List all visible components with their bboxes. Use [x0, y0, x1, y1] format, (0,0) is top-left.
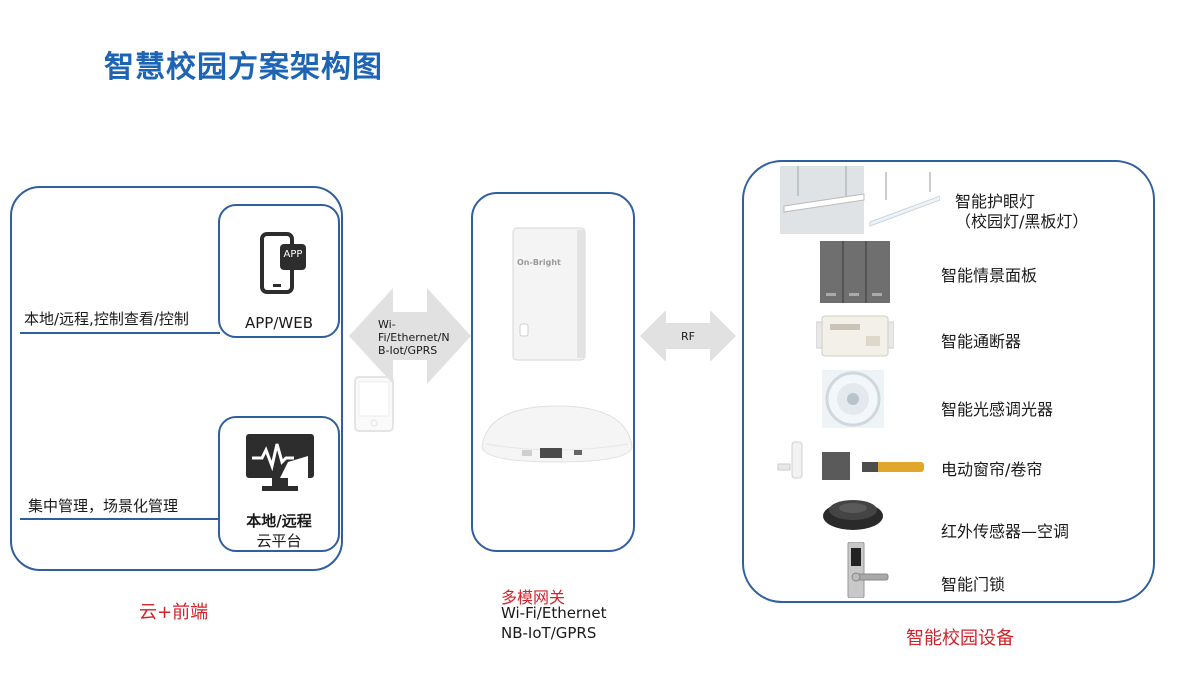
smart-lock-label: 智能门锁	[941, 575, 1006, 594]
ir-sensor-ac-label: 红外传感器—空调	[941, 522, 1070, 541]
app-icon-text: APP	[283, 249, 303, 260]
smart-breaker-label: 智能通断器	[941, 332, 1022, 351]
app-web-box[interactable]: APP APP/WEB	[218, 204, 340, 338]
monitor-icon	[244, 432, 316, 500]
cloud-local-remote-label: 本地/远程	[246, 512, 312, 530]
eye-care-lamp-sub: （校园灯/黑板灯）	[955, 212, 1089, 231]
cloud-frontend-caption: 云+前端	[139, 602, 209, 623]
campus-devices-caption: 智能校园设备	[906, 628, 1014, 649]
double-arrow-icon	[349, 288, 471, 388]
protocol-line-1: Wi-	[378, 318, 396, 331]
gateway-protocol-1: Wi-Fi/Ethernet	[501, 604, 607, 622]
wall-gateway-device: On-Bright	[507, 226, 591, 368]
round-gateway-device	[478, 402, 636, 470]
tablet-image	[354, 376, 394, 436]
rf-double-arrow-icon	[640, 310, 736, 366]
scene-panel-image	[820, 241, 890, 307]
smart-breaker-image	[815, 314, 895, 362]
smart-lock-image	[844, 541, 890, 602]
app-web-label: APP/WEB	[244, 314, 313, 332]
remote-control-underline	[20, 332, 220, 334]
ir-sensor-image	[822, 494, 884, 536]
curtain-motor-image	[774, 440, 926, 486]
central-management-label: 集中管理，场景化管理	[28, 497, 179, 515]
eye-care-lamp-label: 智能护眼灯	[955, 192, 1036, 211]
gateway-protocol-2: NB-IoT/GPRS	[501, 624, 597, 642]
cloud-platform-box[interactable]: 本地/远程 云平台	[218, 416, 340, 552]
central-management-underline	[20, 518, 220, 520]
protocol-line-3: B-Iot/GPRS	[378, 344, 438, 357]
page-title: 智慧校园方案架构图	[104, 50, 383, 85]
cloud-platform-label: 云平台	[256, 532, 302, 550]
gateway-brand-logo: On-Bright	[517, 258, 561, 267]
gateway-caption: 多模网关	[501, 588, 566, 607]
scene-panel-label: 智能情景面板	[941, 266, 1038, 285]
light-sensor-dimmer-image	[822, 370, 884, 432]
light-sensor-dimmer-label: 智能光感调光器	[941, 400, 1054, 419]
rf-label: RF	[681, 330, 695, 343]
gateway-panel	[471, 192, 635, 552]
remote-control-label: 本地/远程,控制查看/控制	[24, 310, 189, 328]
protocol-line-2: Fi/Ethernet/N	[378, 331, 450, 344]
curtain-label: 电动窗帘/卷帘	[941, 460, 1043, 479]
eye-care-lamp-image	[780, 166, 941, 238]
phone-app-icon: APP	[260, 230, 308, 300]
